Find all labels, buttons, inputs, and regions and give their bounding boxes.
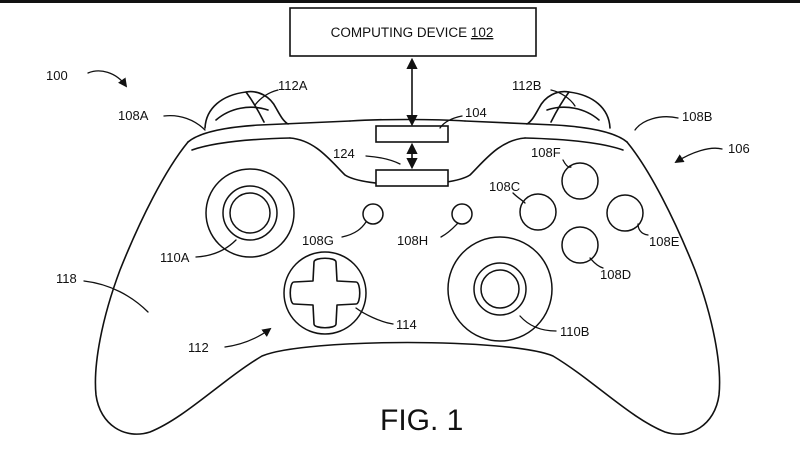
controller-body (94, 90, 721, 435)
transceiver-124-plate (375, 169, 449, 187)
leader-lines (83, 70, 723, 348)
dpad-114 (283, 251, 367, 335)
label-110b: 110B (560, 324, 589, 339)
label-108h: 108H (397, 233, 428, 248)
label-112: 112 (188, 340, 209, 355)
label-108a: 108A (118, 108, 149, 123)
button-108d (561, 226, 599, 264)
label-100: 100 (46, 68, 68, 83)
label-112a: 112A (278, 78, 308, 93)
left-thumbstick-110a (205, 168, 295, 258)
computing-device-text: COMPUTING DEVICE (331, 25, 468, 40)
label-106: 106 (728, 141, 750, 156)
label-108g: 108G (302, 233, 334, 248)
label-118: 118 (56, 271, 77, 286)
label-124: 124 (333, 146, 355, 161)
computing-device-box: COMPUTING DEVICE 102 (289, 7, 537, 57)
reference-labels: 100 112A 108A 104 124 112B 108B 106 108F… (46, 68, 750, 355)
transceiver-104 (375, 125, 449, 143)
figure-caption: FIG. 1 (380, 404, 463, 437)
label-108f: 108F (531, 145, 561, 160)
computing-device-ref: 102 (471, 25, 494, 40)
button-108e (606, 194, 644, 232)
button-108g (362, 203, 384, 225)
label-108b: 108B (682, 109, 712, 124)
label-108e: 108E (649, 234, 680, 249)
button-108f (561, 162, 599, 200)
svg-text:COMPUTING DEVICE: COMPUTING DEVICE 102 (331, 25, 494, 40)
label-104: 104 (465, 105, 487, 120)
label-114: 114 (396, 317, 417, 332)
button-108h (451, 203, 473, 225)
label-112b: 112B (512, 78, 541, 93)
label-110a: 110A (160, 250, 190, 265)
label-108d: 108D (600, 267, 631, 282)
button-108c (519, 193, 557, 231)
right-thumbstick-110b (447, 236, 553, 342)
label-108c: 108C (489, 179, 520, 194)
